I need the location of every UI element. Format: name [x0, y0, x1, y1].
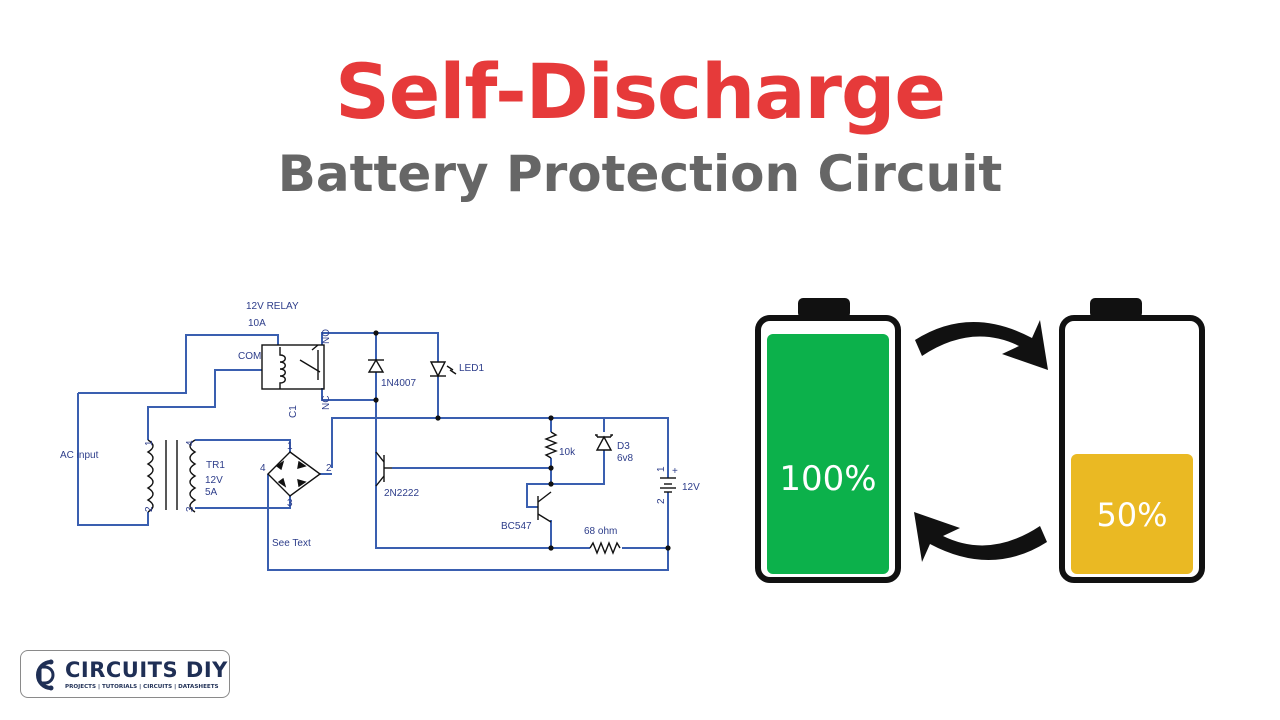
- label-led: LED1: [459, 363, 484, 374]
- label-com: COM: [238, 351, 261, 362]
- label-tr-pin2: 2: [144, 506, 155, 512]
- label-c1: C1: [288, 405, 299, 418]
- battery-12v: [660, 477, 676, 493]
- label-transformer: TR1: [206, 460, 225, 471]
- label-relay-current: 10A: [248, 318, 266, 329]
- battery-illustration: 100% 50%: [755, 298, 1205, 583]
- label-bridge-pin4: 4: [260, 463, 266, 474]
- label-tr-pin4: 4: [185, 440, 196, 446]
- zener-d3: [595, 434, 613, 451]
- label-relay: 12V RELAY: [246, 301, 299, 312]
- logo-tagline: PROJECTS | TUTORIALS | CIRCUITS | DATASH…: [65, 684, 219, 690]
- resistor-68ohm: [589, 541, 621, 555]
- wires: [77, 332, 669, 571]
- label-bridge-pin3: 3: [287, 498, 293, 509]
- resistor-10k: [544, 431, 558, 459]
- label-ac-input: AC input: [60, 450, 99, 461]
- label-tr-pin1: 1: [144, 440, 155, 446]
- circuit-schematic: 12V RELAY 10A COM NO NC C1 1N4007 LED1 A…: [60, 301, 700, 571]
- junction-dots: [373, 330, 671, 551]
- label-nc: NC: [321, 396, 332, 410]
- label-tr-voltage: 12V: [205, 475, 223, 486]
- schematic-labels: 12V RELAY 10A COM NO NC C1 1N4007 LED1 A…: [60, 301, 700, 549]
- circuits-diy-logo: CIRCUITS DIY PROJECTS | TUTORIALS | CIRC…: [20, 650, 230, 698]
- label-bridge-pin2: 2: [326, 463, 332, 474]
- circuit-cd-icon: [36, 659, 55, 691]
- label-zener: D3: [617, 441, 630, 452]
- transistor-bc547: [537, 491, 552, 523]
- label-batt-pin1: 1: [656, 466, 667, 472]
- label-resistor2: 68 ohm: [584, 526, 617, 537]
- label-zener-value: 6v8: [617, 453, 634, 464]
- label-bridge-pin1: 1: [287, 441, 293, 452]
- battery-full-fill: [767, 334, 889, 574]
- page-subtitle: Battery Protection Circuit: [277, 145, 1003, 203]
- label-transistor2: BC547: [501, 521, 532, 532]
- battery-full: 100%: [755, 298, 901, 583]
- battery-half-fill: [1071, 454, 1193, 574]
- label-batt-plus: +: [672, 466, 678, 477]
- label-transistor1: 2N2222: [384, 488, 419, 499]
- battery-half-label: 50%: [1096, 496, 1167, 534]
- label-resistor1: 10k: [559, 447, 576, 458]
- label-battery: 12V: [682, 482, 700, 493]
- logo-name: CIRCUITS DIY: [65, 658, 228, 682]
- label-batt-pin2: 2: [656, 498, 667, 504]
- battery-full-label: 100%: [779, 459, 876, 499]
- label-tr-pin3: 3: [185, 506, 196, 512]
- page-title: Self-Discharge: [335, 47, 946, 136]
- label-see-text: See Text: [272, 538, 311, 549]
- bridge-rectifier: [267, 451, 322, 497]
- diode-1n4007: [367, 358, 385, 373]
- arrow-left-curved: [914, 512, 1047, 562]
- arrow-right-curved: [915, 320, 1048, 370]
- label-tr-current: 5A: [205, 487, 218, 498]
- label-no: NO: [321, 329, 332, 344]
- transistor-2n2222: [375, 451, 392, 487]
- relay: [261, 344, 325, 390]
- transformer-tr1: [146, 439, 197, 513]
- label-diode: 1N4007: [381, 378, 416, 389]
- led1: [429, 361, 457, 378]
- battery-half: 50%: [1059, 298, 1205, 583]
